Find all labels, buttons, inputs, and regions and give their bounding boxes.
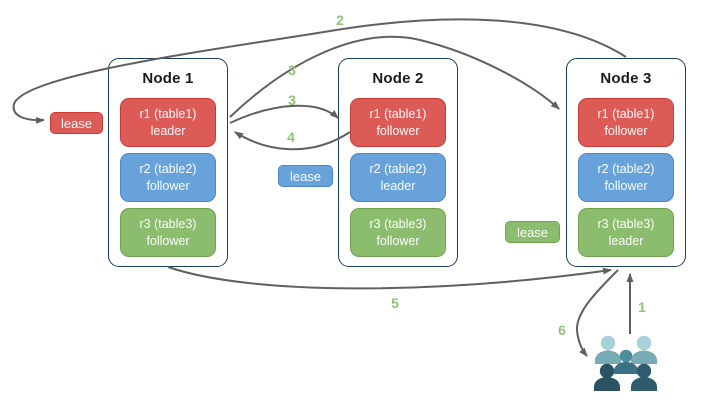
node-1-replica-r3: r3 (table3) follower [120,208,216,257]
node-2: Node 2 r1 (table1) follower r2 (table2) … [338,58,458,267]
replica-role: follower [146,233,190,248]
replica-name: r3 (table3) [139,217,197,232]
arrow-step-2-node3-to-lease [12,18,627,124]
replica-name: r2 (table2) [369,162,427,177]
lease-badge-table1: lease [50,112,103,134]
replica-role: leader [608,233,644,248]
node-1-replica-r2: r2 (table2) follower [120,153,216,202]
step-label-3a: 3 [288,62,296,78]
node-1: Node 1 r1 (table1) leader r2 (table2) fo… [108,58,228,267]
replica-name: r1 (table1) [369,107,427,122]
replica-name: r3 (table3) [369,217,427,232]
replica-role: leader [380,178,416,193]
step-label-3b: 3 [288,92,296,108]
replica-name: r1 (table1) [597,107,655,122]
node-3-replica-r3: r3 (table3) leader [578,208,674,257]
node-1-replica-r1: r1 (table1) leader [120,98,216,147]
replica-role: follower [376,233,420,248]
replica-role: leader [150,123,186,138]
replica-role: follower [604,123,648,138]
node-3-title: Node 3 [600,70,652,87]
arrow-step-6-node3-to-users [575,269,619,357]
node-1-title: Node 1 [142,70,194,87]
node-3-replica-r2: r2 (table2) follower [578,153,674,202]
node-2-replica-r2: r2 (table2) leader [350,153,446,202]
arrow-step-5-node1-to-node3 [167,266,612,290]
step-label-1: 1 [638,299,646,315]
replica-role: follower [376,123,420,138]
node-3-replica-r1: r1 (table1) follower [578,98,674,147]
arrow-step-3-node1-to-node2 [229,104,339,124]
replica-name: r3 (table3) [597,217,655,232]
replica-name: r2 (table2) [597,162,655,177]
lease-badge-table3: lease [505,221,560,243]
replica-name: r1 (table1) [139,107,197,122]
node-2-replica-r3: r3 (table3) follower [350,208,446,257]
step-label-2: 2 [336,12,344,28]
step-label-4: 4 [287,129,295,145]
replica-role: follower [604,178,648,193]
step-label-6: 6 [558,322,566,338]
step-label-5: 5 [391,295,399,311]
node-2-title: Node 2 [372,70,424,87]
node-2-replica-r1: r1 (table1) follower [350,98,446,147]
node-3: Node 3 r1 (table1) follower r2 (table2) … [566,58,686,267]
replica-name: r2 (table2) [139,162,197,177]
lease-badge-table2: lease [278,165,333,187]
replica-role: follower [146,178,190,193]
users-group-icon [594,335,657,391]
